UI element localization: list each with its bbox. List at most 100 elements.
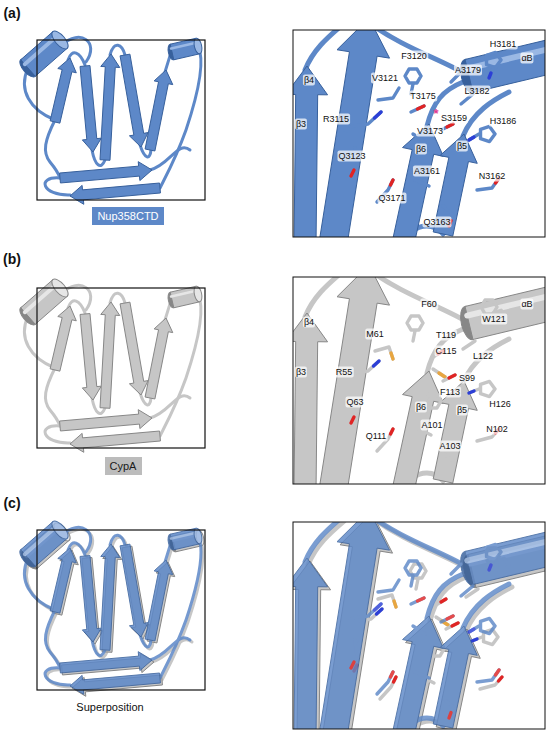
panel-letter: (a) xyxy=(2,5,21,21)
coil-loop xyxy=(427,329,463,373)
atom-tip xyxy=(377,609,383,614)
residue-label: A101 xyxy=(420,420,443,431)
atom-tip xyxy=(496,670,500,675)
atom-tip xyxy=(391,672,394,677)
protein-name: CypA xyxy=(110,460,137,473)
coil-loop xyxy=(150,396,190,418)
residue-stick xyxy=(489,560,493,570)
residue-label: F60 xyxy=(420,299,438,310)
beta-strand xyxy=(70,183,160,204)
residue-stick xyxy=(411,106,424,112)
coil-loop xyxy=(160,294,201,436)
residue-label: A3161 xyxy=(413,166,441,177)
atom-tip xyxy=(391,429,394,434)
residue-stick xyxy=(378,580,399,592)
beta-strand xyxy=(319,277,389,484)
beta-strand xyxy=(433,381,477,483)
atom-tip xyxy=(447,616,453,619)
beta-strand xyxy=(433,626,477,728)
beta-strand xyxy=(100,302,120,408)
zoom-frame xyxy=(37,530,205,690)
residue-stick xyxy=(489,68,493,78)
residue-label: N3162 xyxy=(478,171,507,182)
zoom-panel xyxy=(286,265,550,496)
strand-label: β4 xyxy=(303,75,315,86)
zoom-frame xyxy=(37,40,205,200)
residue-label: A103 xyxy=(438,441,461,452)
atom-tip xyxy=(469,137,474,140)
helix-label: αB xyxy=(520,53,533,64)
residue-label: Q63 xyxy=(345,397,364,408)
residue-stick xyxy=(463,341,475,349)
beta-strand xyxy=(319,30,389,237)
residue-label: A3179 xyxy=(454,65,482,76)
helix-cylinder xyxy=(465,529,545,584)
residue-stick xyxy=(469,134,479,140)
residue-label: R55 xyxy=(335,367,354,378)
atom-tip xyxy=(351,417,354,423)
beta-strand xyxy=(145,560,173,641)
atom-tip xyxy=(499,677,503,681)
residue-label: T3175 xyxy=(409,91,437,102)
residue-label: N102 xyxy=(485,424,509,435)
residue-label: M61 xyxy=(365,329,385,340)
beta-strand xyxy=(100,54,120,160)
helix-highlight xyxy=(467,294,545,316)
zoom-panel xyxy=(286,18,550,249)
coil-loop xyxy=(160,46,201,188)
residue-label: W121 xyxy=(481,314,507,325)
residue-stick xyxy=(411,598,424,604)
residue-label: Q111 xyxy=(365,431,388,442)
residue-stick xyxy=(469,389,479,393)
atom-tip xyxy=(472,639,477,641)
atom-tip xyxy=(469,391,474,393)
coil-loop xyxy=(110,535,125,545)
residue-stick xyxy=(405,69,421,83)
residue-stick xyxy=(413,626,425,634)
strand-label: β6 xyxy=(415,144,427,155)
coil-loop xyxy=(160,536,201,678)
protein-name: Nup358CTD xyxy=(97,210,158,223)
atom-tip xyxy=(418,598,425,601)
residue-stick xyxy=(415,672,429,678)
residue-label: S3159 xyxy=(440,113,468,124)
helix-cylinder xyxy=(465,284,545,339)
atom-tip xyxy=(394,601,396,607)
residue-label: Q3163 xyxy=(422,217,451,228)
strand-label: β5 xyxy=(456,405,468,416)
cartoon-nup358 xyxy=(17,28,203,204)
beta-strand xyxy=(60,162,152,183)
residue-stick xyxy=(443,698,453,718)
residue-stick xyxy=(487,544,501,559)
residue-stick xyxy=(441,616,453,622)
coil-loop xyxy=(150,638,190,660)
zoom-panel-border xyxy=(293,522,545,729)
residue-stick xyxy=(461,586,473,596)
atom-tip xyxy=(469,629,474,632)
residue-label: S99 xyxy=(458,373,476,384)
residue-label: R3115 xyxy=(322,114,350,125)
beta-strand xyxy=(60,652,152,673)
residue-stick xyxy=(443,453,453,461)
helix-highlight xyxy=(171,290,197,296)
residue-label: V3121 xyxy=(371,73,399,84)
panel-letter: (c) xyxy=(2,495,21,511)
residue-stick xyxy=(436,599,446,605)
atom-tip xyxy=(351,170,354,176)
residue-stick xyxy=(472,637,482,641)
strand-label: β3 xyxy=(295,119,307,130)
zoom-panel-border xyxy=(293,30,545,237)
coil-loop xyxy=(45,610,60,668)
beta-strand xyxy=(60,410,152,431)
panel-letter: (b) xyxy=(2,251,22,267)
label-box: Nup358CTD xyxy=(92,207,164,225)
residue-stick xyxy=(416,579,418,589)
residue-stick xyxy=(411,576,413,586)
residue-stick xyxy=(351,640,357,668)
atom-tip xyxy=(441,599,446,602)
residue-stick xyxy=(433,369,445,377)
label-box: CypA xyxy=(105,457,142,475)
residue-stick xyxy=(487,52,501,67)
